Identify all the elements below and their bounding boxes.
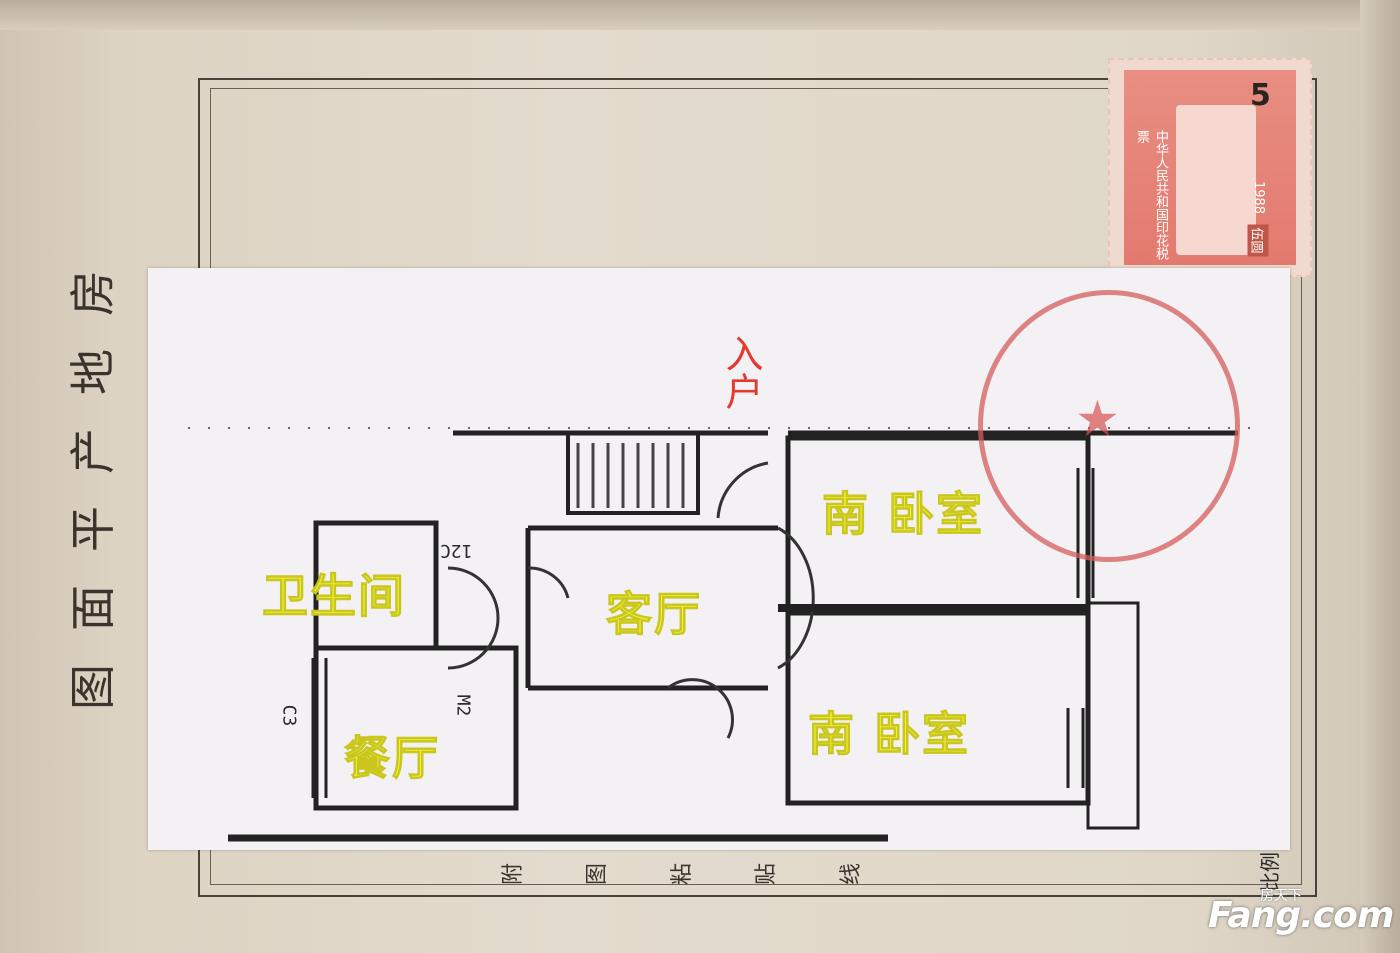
entrance-label: 入户 xyxy=(719,334,763,410)
footer-char: 粘 xyxy=(669,862,695,886)
title-char: 面 xyxy=(66,585,120,632)
room-label-bathroom: 卫生间 xyxy=(262,569,406,624)
footer-char: 线 xyxy=(838,862,864,886)
attach-line-label: 附 图 粘 贴 线 xyxy=(500,858,864,890)
stamp-year: 1988 xyxy=(1251,180,1267,215)
vertical-title: 房 地 产 平 面 图 xyxy=(58,270,128,710)
title-char: 产 xyxy=(66,427,120,474)
watermark: 房天下 Fang.com xyxy=(1208,885,1394,940)
title-char: 平 xyxy=(66,506,120,553)
watermark-small: 房天下 xyxy=(1260,888,1302,904)
page-edge-top xyxy=(0,0,1400,30)
stamp-illustration xyxy=(1176,105,1256,255)
seal-star-icon: ★ xyxy=(1075,390,1120,448)
footer-char: 图 xyxy=(585,862,611,886)
title-char: 房 xyxy=(66,270,120,316)
misc-code: 12C xyxy=(440,540,473,561)
room-label-living-room: 客厅 xyxy=(606,587,702,642)
page-edge-right xyxy=(1360,0,1400,953)
stamp-denomination: 伍圆 xyxy=(1247,224,1269,257)
window-code: C3 xyxy=(278,704,300,727)
footer-char: 附 xyxy=(501,862,527,886)
door-code: M2 xyxy=(452,694,474,717)
room-label-south-bedroom-1: 南 卧室 xyxy=(821,487,985,542)
footer-char: 贴 xyxy=(754,862,780,886)
room-label-south-bedroom-2: 南 卧室 xyxy=(807,707,971,762)
stamp-value: 5 xyxy=(1250,78,1271,113)
room-label-dining-room: 餐厅 xyxy=(344,731,440,786)
title-char: 地 xyxy=(66,348,120,395)
stamp-issuer: 中华人民共和国印花税票 xyxy=(1134,130,1168,260)
watermark-main: Fang.com xyxy=(1208,895,1394,936)
stamp-face: 中华人民共和国印花税票 5 1988 伍圆 xyxy=(1124,70,1296,265)
official-seal xyxy=(978,290,1240,562)
title-char: 图 xyxy=(66,663,120,710)
revenue-stamp: 中华人民共和国印花税票 5 1988 伍圆 xyxy=(1108,58,1312,277)
